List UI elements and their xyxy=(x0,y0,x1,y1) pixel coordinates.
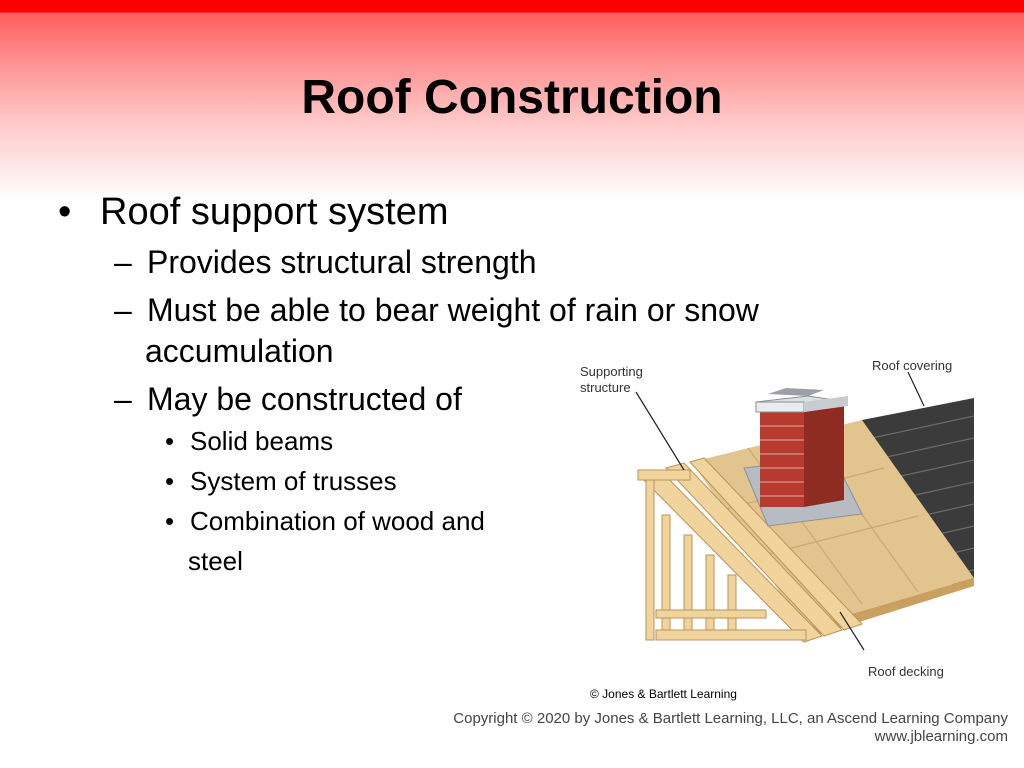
image-credit: © Jones & Bartlett Learning xyxy=(590,687,737,701)
roof-illustration: Supporting structure Roof covering Roof … xyxy=(572,350,982,690)
sub-bullet-weight-cont: accumulation xyxy=(145,331,334,371)
dash-icon: – xyxy=(114,244,132,280)
sub-bullet-text: Must be able to bear weight of rain or s… xyxy=(147,292,759,328)
chimney xyxy=(760,412,804,507)
subsub-bullet-text: Solid beams xyxy=(190,426,334,456)
label-roof-decking: Roof decking xyxy=(868,664,944,679)
sub-bullet-text: accumulation xyxy=(145,333,334,369)
label-roof-covering: Roof covering xyxy=(872,358,953,373)
bullet-dot-icon: • xyxy=(165,466,175,496)
label-supporting-structure: Supporting structure xyxy=(580,364,643,395)
subsub-bullet-text: Combination of wood and xyxy=(190,506,485,536)
roof-diagram-icon xyxy=(635,371,975,651)
dash-icon: – xyxy=(114,381,132,417)
subsub-bullet-text: System of trusses xyxy=(190,466,397,496)
subsub-bullet-text: steel xyxy=(188,546,243,576)
sub-bullet-text: May be constructed of xyxy=(147,381,462,417)
bullet-dot-icon: • xyxy=(165,506,175,536)
bullet-dot-icon: • xyxy=(165,426,175,456)
bullet-text: Roof support system xyxy=(100,191,449,233)
copyright-text: Copyright © 2020 by Jones & Bartlett Lea… xyxy=(453,710,1008,727)
dash-icon: – xyxy=(114,292,132,328)
sub-bullet-text: Provides structural strength xyxy=(147,244,537,280)
subsub-bullet-combination-cont: steel xyxy=(188,545,243,577)
bullet-dot-icon: • xyxy=(58,191,72,233)
slide-title: Roof Construction xyxy=(301,71,723,124)
website-link: www.jblearning.com xyxy=(874,728,1008,745)
copyright-footer: Copyright © 2020 by Jones & Bartlett Lea… xyxy=(453,710,1008,746)
